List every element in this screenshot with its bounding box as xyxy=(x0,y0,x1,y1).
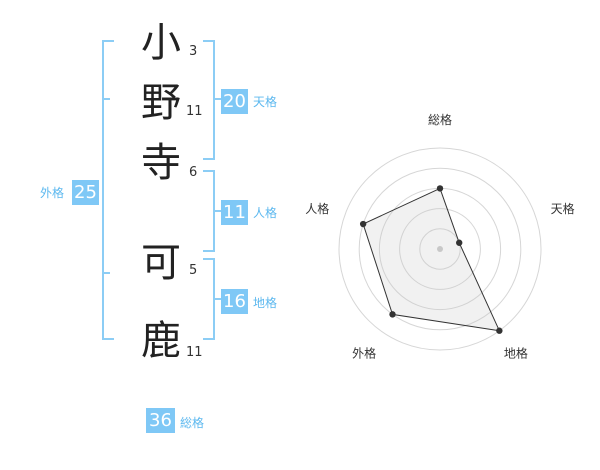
gaikaku-label: 外格 xyxy=(40,186,65,200)
radar-axis-label: 地格 xyxy=(504,345,528,360)
tenkaku-value: 20 xyxy=(221,89,248,114)
radar-grid-ring xyxy=(358,167,522,331)
stroke-count-1: 3 xyxy=(189,44,198,59)
radar-point-5 xyxy=(359,220,367,228)
gaikaku-bracket xyxy=(102,40,114,340)
gaikaku-value: 25 xyxy=(72,180,99,205)
radar-axis-label: 人格 xyxy=(305,201,329,216)
stroke-count-3: 6 xyxy=(189,165,198,180)
jinkaku-value: 11 xyxy=(221,200,248,225)
radar-point-1 xyxy=(436,185,444,192)
jinkaku-label: 人格 xyxy=(253,206,278,220)
radar-center-dot xyxy=(437,246,443,252)
soukaku-value: 36 xyxy=(146,408,175,433)
radar-point-2 xyxy=(456,239,463,246)
jinkaku-bracket-tick xyxy=(213,210,221,212)
stroke-count-5: 11 xyxy=(186,345,203,360)
tenkaku-label: 天格 xyxy=(253,95,278,109)
chikaku-label: 地格 xyxy=(253,296,278,310)
gaikaku-bracket-mid-tick xyxy=(102,98,110,100)
tenkaku-bracket xyxy=(203,40,215,160)
soukaku-label: 総格 xyxy=(180,416,205,430)
radar-axis-label: 外格 xyxy=(352,345,376,360)
radar-point-3 xyxy=(496,327,503,334)
name-char-5: 鹿 xyxy=(141,318,181,364)
stroke-count-2: 11 xyxy=(186,104,203,119)
stroke-count-4: 5 xyxy=(189,263,198,278)
radar-series-polygon xyxy=(362,187,501,332)
radar-axis-label: 総格 xyxy=(428,112,452,127)
radar-point-4 xyxy=(389,311,396,318)
chikaku-bracket-tick xyxy=(213,298,221,300)
name-char-3: 寺 xyxy=(141,140,181,186)
radar-grid-ring xyxy=(399,208,481,290)
tenkaku-bracket-tick xyxy=(213,98,221,100)
radar-axis-label: 天格 xyxy=(551,201,575,216)
gaikaku-bracket-mid-tick xyxy=(102,272,110,274)
radar-grid-ring xyxy=(419,228,461,270)
name-char-4: 可 xyxy=(141,240,181,286)
name-char-2: 野 xyxy=(141,80,181,126)
name-char-1: 小 xyxy=(141,20,181,66)
radar-grid-ring xyxy=(338,147,542,351)
chikaku-value: 16 xyxy=(221,289,248,314)
